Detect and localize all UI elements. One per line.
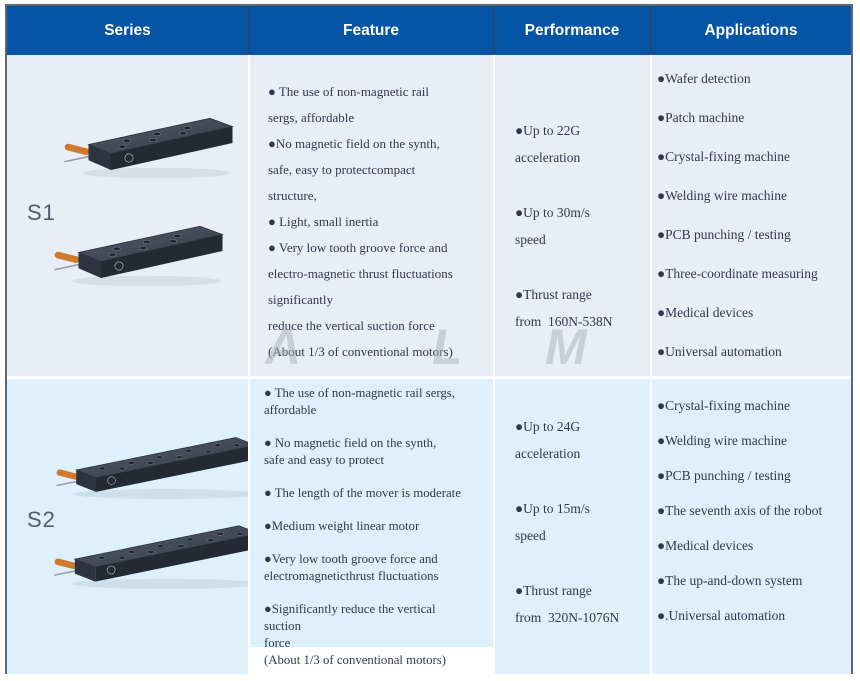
feature-item: ● Very low tooth groove force and electr… <box>268 240 453 359</box>
table-row-s1: S1 <box>7 55 851 376</box>
header-performance: Performance <box>493 6 650 55</box>
application-item: ●The up-and-down system <box>657 573 803 588</box>
performance-item: ●Up to 15m/s speed <box>515 501 590 543</box>
header-applications: Applications <box>650 6 851 55</box>
feature-item: ● The use of non-magnetic rail sergs, af… <box>268 84 430 125</box>
header-series: Series <box>104 21 151 39</box>
performance-cell-s1: ●Up to 22G acceleration ●Up to 30m/s spee… <box>493 55 650 376</box>
series-label-s1: S1 <box>27 200 56 225</box>
application-item: ●Three-coordinate measuring <box>657 266 818 281</box>
feature-item: ● The use of non-magnetic rail sergs, af… <box>264 386 455 417</box>
application-item: ●Crystal-fixing machine <box>657 398 790 413</box>
feature-item: ●Medium weight linear motor <box>264 519 420 533</box>
series-label-s2: S2 <box>27 507 56 532</box>
series-comparison-table: Series Feature Performance Applications <box>5 4 853 674</box>
table-header-row: Series Feature Performance Applications <box>7 6 851 55</box>
application-item: ●Universal automation <box>657 344 782 359</box>
application-item: ●Patch machine <box>657 110 745 125</box>
s1-product-image-top <box>63 107 243 182</box>
performance-cell-s2: ●Up to 24G acceleration ●Up to 15m/s spee… <box>493 379 650 674</box>
feature-item: ● No magnetic field on the synth, safe a… <box>264 436 437 467</box>
performance-item: ●Thrust range from 320N-1076N <box>515 583 620 625</box>
application-item: ●Crystal-fixing machine <box>657 149 790 164</box>
feature-cell-s1: ● The use of non-magnetic rail sergs, af… <box>248 55 493 376</box>
series-cell-s2: S2 <box>7 379 248 674</box>
table-row-s2: S2 <box>7 376 851 674</box>
feature-item: ●Very low tooth groove force and electro… <box>264 552 439 583</box>
performance-item: ●Thrust range from 160N-538N <box>515 287 613 329</box>
feature-cell-s2: ● The use of non-magnetic rail sergs, af… <box>248 379 493 674</box>
application-item: ●PCB punching / testing <box>657 468 791 483</box>
application-item: ●The seventh axis of the robot <box>657 503 823 518</box>
application-item: ●Welding wire machine <box>657 188 788 203</box>
applications-cell-s1: ●Wafer detection ●Patch machine ●Crystal-f… <box>650 55 851 376</box>
s2-product-image-bottom <box>53 517 248 590</box>
performance-item: ●Up to 30m/s speed <box>515 205 590 247</box>
feature-item: ● Light, small inertia <box>268 214 379 229</box>
applications-cell-s2: ●Crystal-fixing machine ●Welding wire mac… <box>650 379 851 674</box>
feature-item: ●No magnetic field on the synth, safe, e… <box>268 136 440 203</box>
feature-item: ● The length of the mover is moderate <box>264 486 461 500</box>
performance-item: ●Up to 22G acceleration <box>515 123 581 165</box>
performance-item: ●Up to 24G acceleration <box>515 419 581 461</box>
header-feature: Feature <box>248 6 493 55</box>
series-cell-s1: S1 <box>7 55 248 376</box>
application-item: ●Wafer detection <box>657 71 751 86</box>
s1-product-image-bottom <box>53 215 233 290</box>
application-item: ●.Universal automation <box>657 608 786 623</box>
application-item: ●Medical devices <box>657 305 754 320</box>
application-item: ●PCB punching / testing <box>657 227 791 242</box>
s2-product-image-top <box>55 429 248 500</box>
application-item: ●Welding wire machine <box>657 433 788 448</box>
application-item: ●Medical devices <box>657 538 754 553</box>
feature-item: ●Significantly reduce the vertical sucti… <box>264 602 446 667</box>
